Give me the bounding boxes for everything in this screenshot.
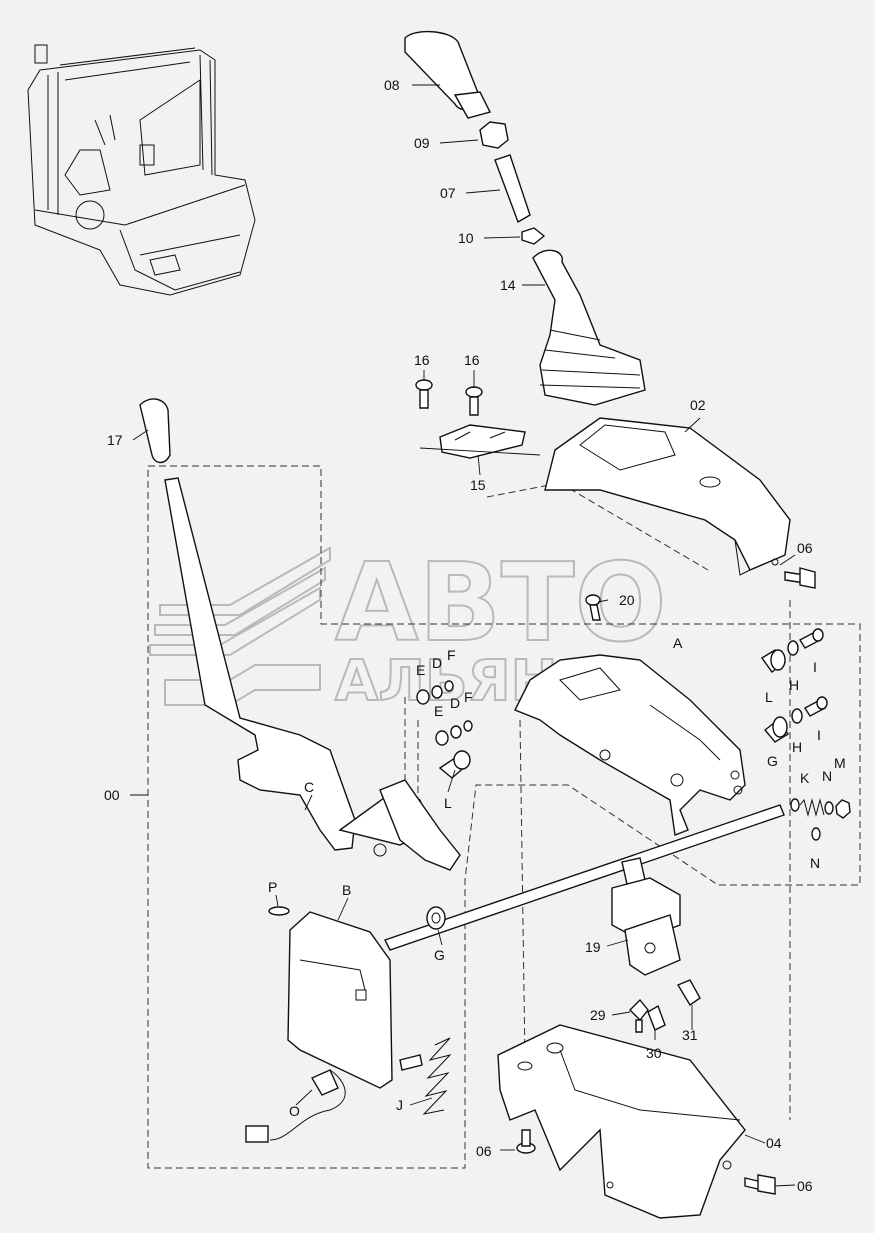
label-14: 14 [500,277,516,293]
part-bushing-L2 [438,750,471,779]
label-J: J [396,1097,403,1113]
label-H1: H [789,677,799,693]
label-I1: I [813,659,817,675]
label-D1: D [432,655,442,671]
label-08: 08 [384,77,400,93]
part-bolt-06b [516,1129,536,1154]
label-07: 07 [440,185,456,201]
part-nut-M [835,799,851,819]
label-06a: 06 [797,540,813,556]
part-fitting-30 [647,1004,666,1031]
label-P: P [268,879,277,895]
label-L1: L [765,689,773,705]
part-washers-EDF-1 [416,680,454,705]
part-harness-O [245,1069,346,1143]
part-shaft [384,804,785,951]
part-bolt-I1 [799,628,824,649]
label-30: 30 [646,1045,662,1061]
part-bushing-L1 [760,649,787,673]
part-console-cover-02 [544,417,791,576]
label-O: O [289,1103,300,1119]
part-nut-09 [479,121,509,149]
callout-labels: 08 09 07 10 14 16 16 15 02 17 06 20 A I … [104,77,846,1194]
part-bolt-06c [744,1174,776,1195]
label-16a: 16 [414,352,430,368]
label-19: 19 [585,939,601,955]
part-spring-K [790,798,825,817]
part-nut-10 [521,227,546,245]
label-C: C [304,779,314,795]
label-N2: N [810,855,820,871]
part-bolt-06a [784,567,816,589]
part-tube-07 [494,154,531,224]
label-K: K [800,770,810,786]
part-washer-H1 [787,640,799,656]
label-10: 10 [458,230,474,246]
excavator-overview-image [27,44,256,296]
part-bolt-I2 [804,696,828,717]
label-D2: D [450,695,460,711]
leader-lines [130,84,796,1187]
part-washer-G2 [426,906,446,930]
part-washers-EDF-2 [435,720,473,746]
part-bushing-G1 [763,716,790,743]
part-bolt-16b [465,386,483,416]
part-clip-P [268,906,290,916]
part-lower-cover-04 [497,1024,746,1219]
label-F2: F [464,689,473,705]
label-20: 20 [619,592,635,608]
part-bracket-A [514,654,746,836]
watermark-logo-chevrons [149,546,331,706]
label-31: 31 [682,1027,698,1043]
label-E2: E [434,703,443,719]
label-G1: G [767,753,778,769]
label-A: A [673,635,683,651]
label-06c: 06 [797,1178,813,1194]
part-fitting-31 [676,979,701,1007]
part-grip-08 [404,31,492,119]
label-15: 15 [470,477,486,493]
part-valve-19 [611,857,681,976]
label-29: 29 [590,1007,606,1023]
label-00: 00 [104,787,120,803]
part-fitting-29 [629,998,649,1033]
part-knob-17 [139,398,171,464]
part-boot-14 [532,249,646,406]
label-02: 02 [690,397,706,413]
label-N1: N [822,768,832,784]
part-lever-C [164,477,461,871]
part-washer-N1 [824,801,834,815]
part-bolt-20 [585,594,601,621]
label-B: B [342,882,351,898]
part-washer-N2 [811,827,821,841]
label-16b: 16 [464,352,480,368]
label-17: 17 [107,432,123,448]
label-06b: 06 [476,1143,492,1159]
label-L2: L [444,795,452,811]
label-M: M [834,755,846,771]
part-washer-H2 [791,708,803,724]
part-plate-15 [419,424,541,459]
label-F1: F [447,647,456,663]
part-bracket-B [287,911,393,1089]
label-09: 09 [414,135,430,151]
label-I2: I [817,727,821,743]
part-bolt-16a [415,379,433,409]
label-04: 04 [766,1135,782,1151]
label-E1: E [416,662,425,678]
part-spring-J [399,1037,452,1115]
label-H2: H [792,739,802,755]
label-G2: G [434,947,445,963]
watermark-line1: АВТО [335,541,666,666]
